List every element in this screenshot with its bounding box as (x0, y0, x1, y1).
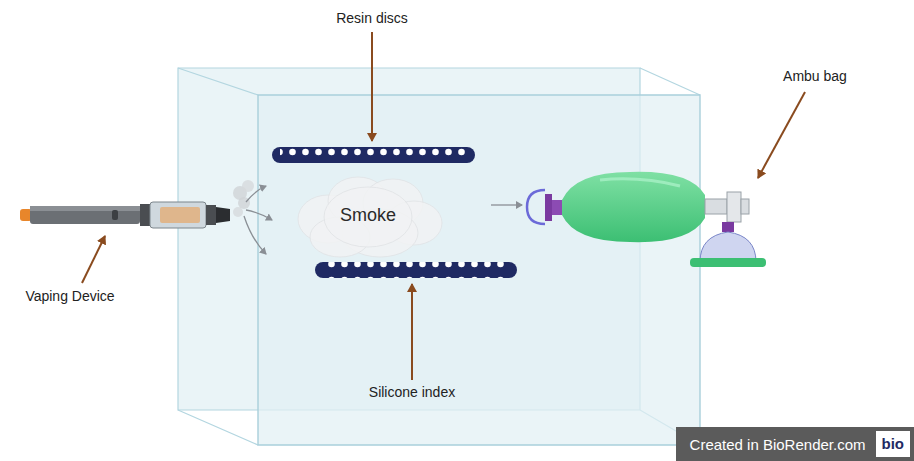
smoke-cloud: Smoke (288, 167, 448, 263)
cloud-puff (324, 187, 412, 247)
part-label: Silicone index (369, 384, 455, 400)
vapour (233, 180, 522, 254)
part-label: Vaping Device (25, 288, 114, 304)
silicone-index (315, 262, 517, 278)
node-text: Smoke (340, 205, 396, 226)
resin-disc-holder (272, 147, 475, 163)
part-label: Resin discs (336, 10, 408, 26)
credit-text: Created in BioRender.com (690, 436, 866, 453)
vaping-device (20, 202, 230, 228)
logo-text: bio (876, 431, 911, 457)
node-texts: Smoke (340, 205, 396, 226)
part-label: Ambu bag (783, 68, 847, 84)
chamber (178, 68, 700, 445)
leader-lines (82, 32, 805, 380)
ambu-bag (527, 172, 766, 267)
credit-badge: Created in BioRender.com bio (676, 427, 914, 461)
